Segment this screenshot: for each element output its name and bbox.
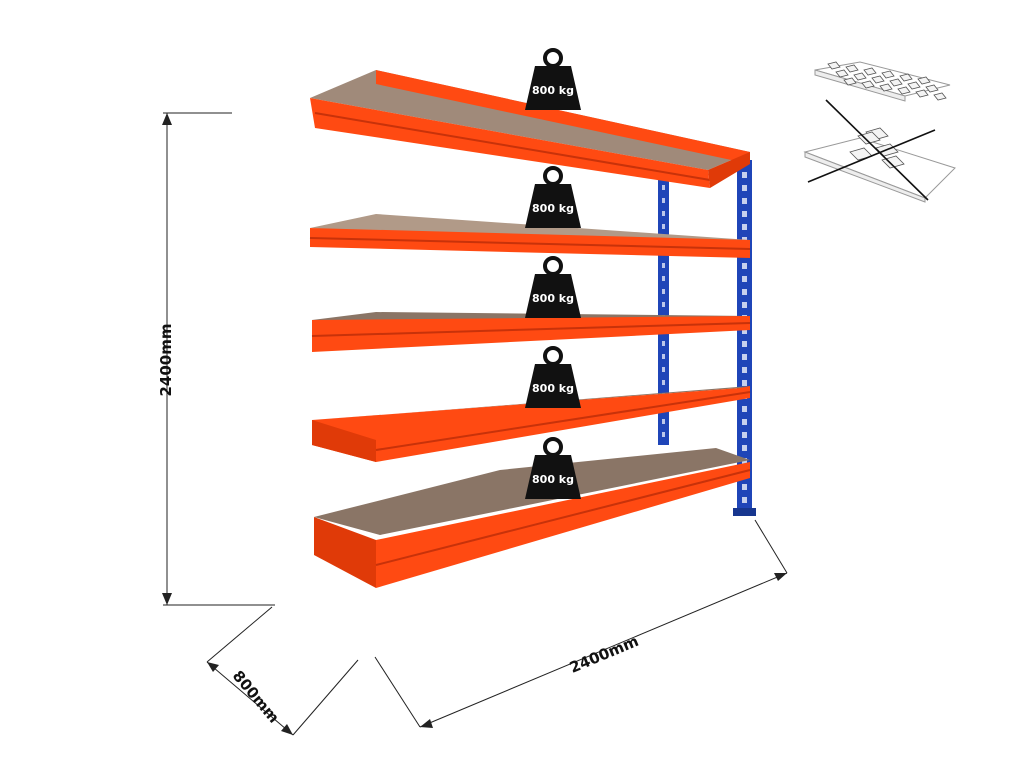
upright-slot [662, 419, 665, 424]
upright-slot [742, 445, 747, 451]
upright-slot [742, 211, 747, 217]
upright-slot [742, 419, 747, 425]
shelf-level-2 [309, 214, 751, 258]
width-dimension-label: 2400mm [567, 632, 641, 677]
upright-slot [742, 276, 747, 282]
weight-icon-shelf-2: 800 kg [525, 166, 581, 228]
upright-slot [742, 341, 747, 347]
upright-slot [742, 263, 747, 269]
upright-slot [742, 328, 747, 334]
upright-slot [662, 263, 665, 268]
small-weight [889, 78, 903, 87]
small-weight [897, 86, 911, 95]
upright-slot [662, 198, 665, 203]
small-weight [871, 75, 885, 84]
depth-dimension-label: 800mm [229, 667, 283, 727]
load-label-shelf-4: 800 kg [532, 382, 574, 395]
upright-slot [742, 289, 747, 295]
upright-slot [662, 380, 665, 385]
weight-icon-shelf-5: 800 kg [525, 437, 581, 499]
upright-slot [742, 354, 747, 360]
small-weight [845, 64, 859, 73]
small-weight [917, 76, 931, 85]
small-weight [861, 80, 875, 89]
small-weight [827, 61, 841, 70]
distributed-load-icon [814, 61, 951, 102]
weight-icon-shelf-1: 800 kg [525, 48, 581, 110]
load-label-shelf-1: 800 kg [532, 84, 574, 97]
upright-slot [742, 302, 747, 308]
upright-slot [742, 432, 747, 438]
point-load-crossed-icon [803, 99, 956, 203]
small-weight [853, 72, 867, 81]
upright-slot [662, 354, 665, 359]
rear-upright [658, 175, 669, 445]
small-weight [881, 70, 895, 79]
upright-slot [742, 380, 747, 386]
weight-icon-shelf-3: 800 kg [525, 256, 581, 318]
upright-slot [662, 276, 665, 281]
upright-slot [742, 172, 747, 178]
upright-slot [742, 497, 747, 503]
height-dimension-label: 2400mm [157, 323, 175, 396]
upright-slot [662, 185, 665, 190]
upright-slot [742, 185, 747, 191]
small-weight [835, 69, 849, 78]
upright-slot [662, 341, 665, 346]
load-label-shelf-5: 800 kg [532, 473, 574, 486]
upright-foot [733, 508, 756, 516]
upright-slot [742, 367, 747, 373]
small-weight [863, 67, 877, 76]
upright-slot [662, 302, 665, 307]
upright-slot [662, 224, 665, 229]
load-label-shelf-3: 800 kg [532, 292, 574, 305]
load-label-shelf-2: 800 kg [532, 202, 574, 215]
upright-slot [742, 198, 747, 204]
shelf-level-1 [310, 70, 750, 188]
upright-slot [662, 367, 665, 372]
upright-slot [662, 211, 665, 216]
small-weight [933, 92, 947, 101]
upright-slot [742, 224, 747, 230]
shelf-level-4 [312, 386, 751, 462]
small-weight [879, 83, 893, 92]
upright-slot [742, 484, 747, 490]
upright-slot [742, 406, 747, 412]
small-weight [925, 84, 939, 93]
small-weight [899, 73, 913, 82]
small-weight [843, 77, 857, 86]
dimension-arrowheads [162, 113, 787, 735]
dimension-lines [163, 112, 788, 736]
weight-icon-shelf-4: 800 kg [525, 346, 581, 408]
upright-slot [662, 289, 665, 294]
small-weight [915, 89, 929, 98]
upright-slot [662, 432, 665, 437]
small-weight [907, 81, 921, 90]
